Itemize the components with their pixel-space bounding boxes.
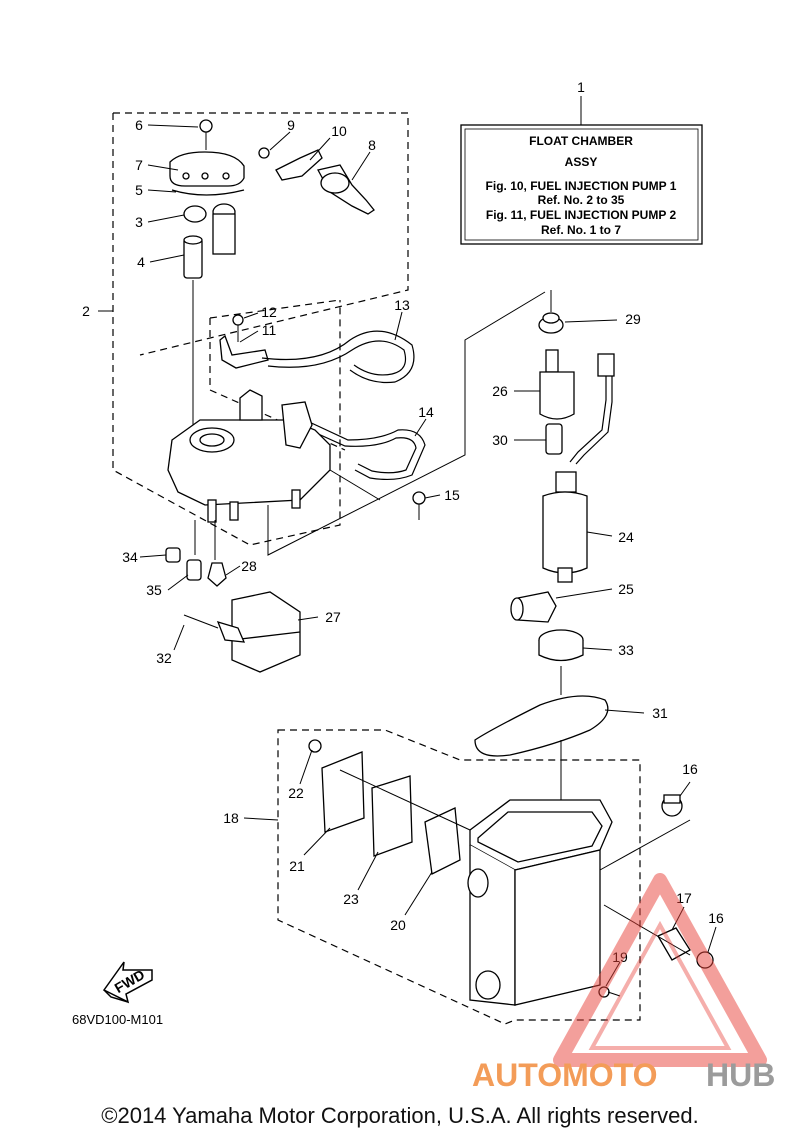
- parts-diagram: FLOAT CHAMBER ASSY Fig. 10, FUEL INJECTI…: [72, 79, 775, 1093]
- fwd-arrow-icon: FWD: [102, 961, 153, 1004]
- info-box-ref1: Fig. 10, FUEL INJECTION PUMP 1: [486, 179, 677, 193]
- callout-2: 2: [82, 303, 90, 319]
- callout-5: 5: [135, 182, 143, 198]
- callout-1: 1: [577, 79, 585, 95]
- callout-21: 21: [289, 858, 305, 874]
- callout-13: 13: [394, 297, 410, 313]
- callout-7: 7: [135, 157, 143, 173]
- copyright-notice: ©2014 Yamaha Motor Corporation, U.S.A. A…: [101, 1103, 699, 1128]
- callout-33: 33: [618, 642, 634, 658]
- callout-14: 14: [418, 404, 434, 420]
- callout-22: 22: [288, 785, 304, 801]
- callout-4: 4: [137, 254, 145, 270]
- diagram-code: 68VD100-M101: [72, 1012, 163, 1027]
- callout-31: 31: [652, 705, 668, 721]
- callout-20: 20: [390, 917, 406, 933]
- watermark-text-automoto: AUTOMOTO: [472, 1057, 657, 1093]
- callout-23: 23: [343, 891, 359, 907]
- callout-9: 9: [287, 117, 295, 133]
- callout-8: 8: [368, 137, 376, 153]
- callout-15: 15: [444, 487, 460, 503]
- callout-35: 35: [146, 582, 162, 598]
- float-chamber-parts: [308, 739, 714, 1006]
- watermark-text-hub: HUB: [706, 1057, 775, 1093]
- leader-lines: [98, 124, 717, 987]
- callout-27: 27: [325, 609, 341, 625]
- upper-parts: [165, 119, 546, 587]
- info-box-ref2-range: Ref. No. 1 to 7: [541, 223, 621, 237]
- info-box-title: FLOAT CHAMBER: [529, 134, 633, 148]
- info-box-subtitle: ASSY: [565, 155, 598, 169]
- info-box: FLOAT CHAMBER ASSY Fig. 10, FUEL INJECTI…: [460, 96, 703, 245]
- cover-27-parts: [183, 591, 301, 673]
- fuel-pump-parts: [474, 290, 615, 805]
- callout-26: 26: [492, 383, 508, 399]
- info-box-ref1-range: Ref. No. 2 to 35: [538, 193, 625, 207]
- callout-30: 30: [492, 432, 508, 448]
- callout-34: 34: [122, 549, 138, 565]
- callout-16-lower: 16: [708, 910, 724, 926]
- info-box-ref2: Fig. 11, FUEL INJECTION PUMP 2: [486, 208, 677, 222]
- callout-24: 24: [618, 529, 634, 545]
- callout-12: 12: [261, 304, 277, 320]
- callout-10: 10: [331, 123, 347, 139]
- callout-25: 25: [618, 581, 634, 597]
- watermark-logo: AUTOMOTO HUB: [472, 873, 775, 1093]
- callout-28: 28: [241, 558, 257, 574]
- callout-3: 3: [135, 214, 143, 230]
- callout-6: 6: [135, 117, 143, 133]
- callout-32: 32: [156, 650, 172, 666]
- callout-18: 18: [223, 810, 239, 826]
- callout-11: 11: [262, 322, 277, 338]
- callout-16-upper: 16: [682, 761, 698, 777]
- callout-29: 29: [625, 311, 641, 327]
